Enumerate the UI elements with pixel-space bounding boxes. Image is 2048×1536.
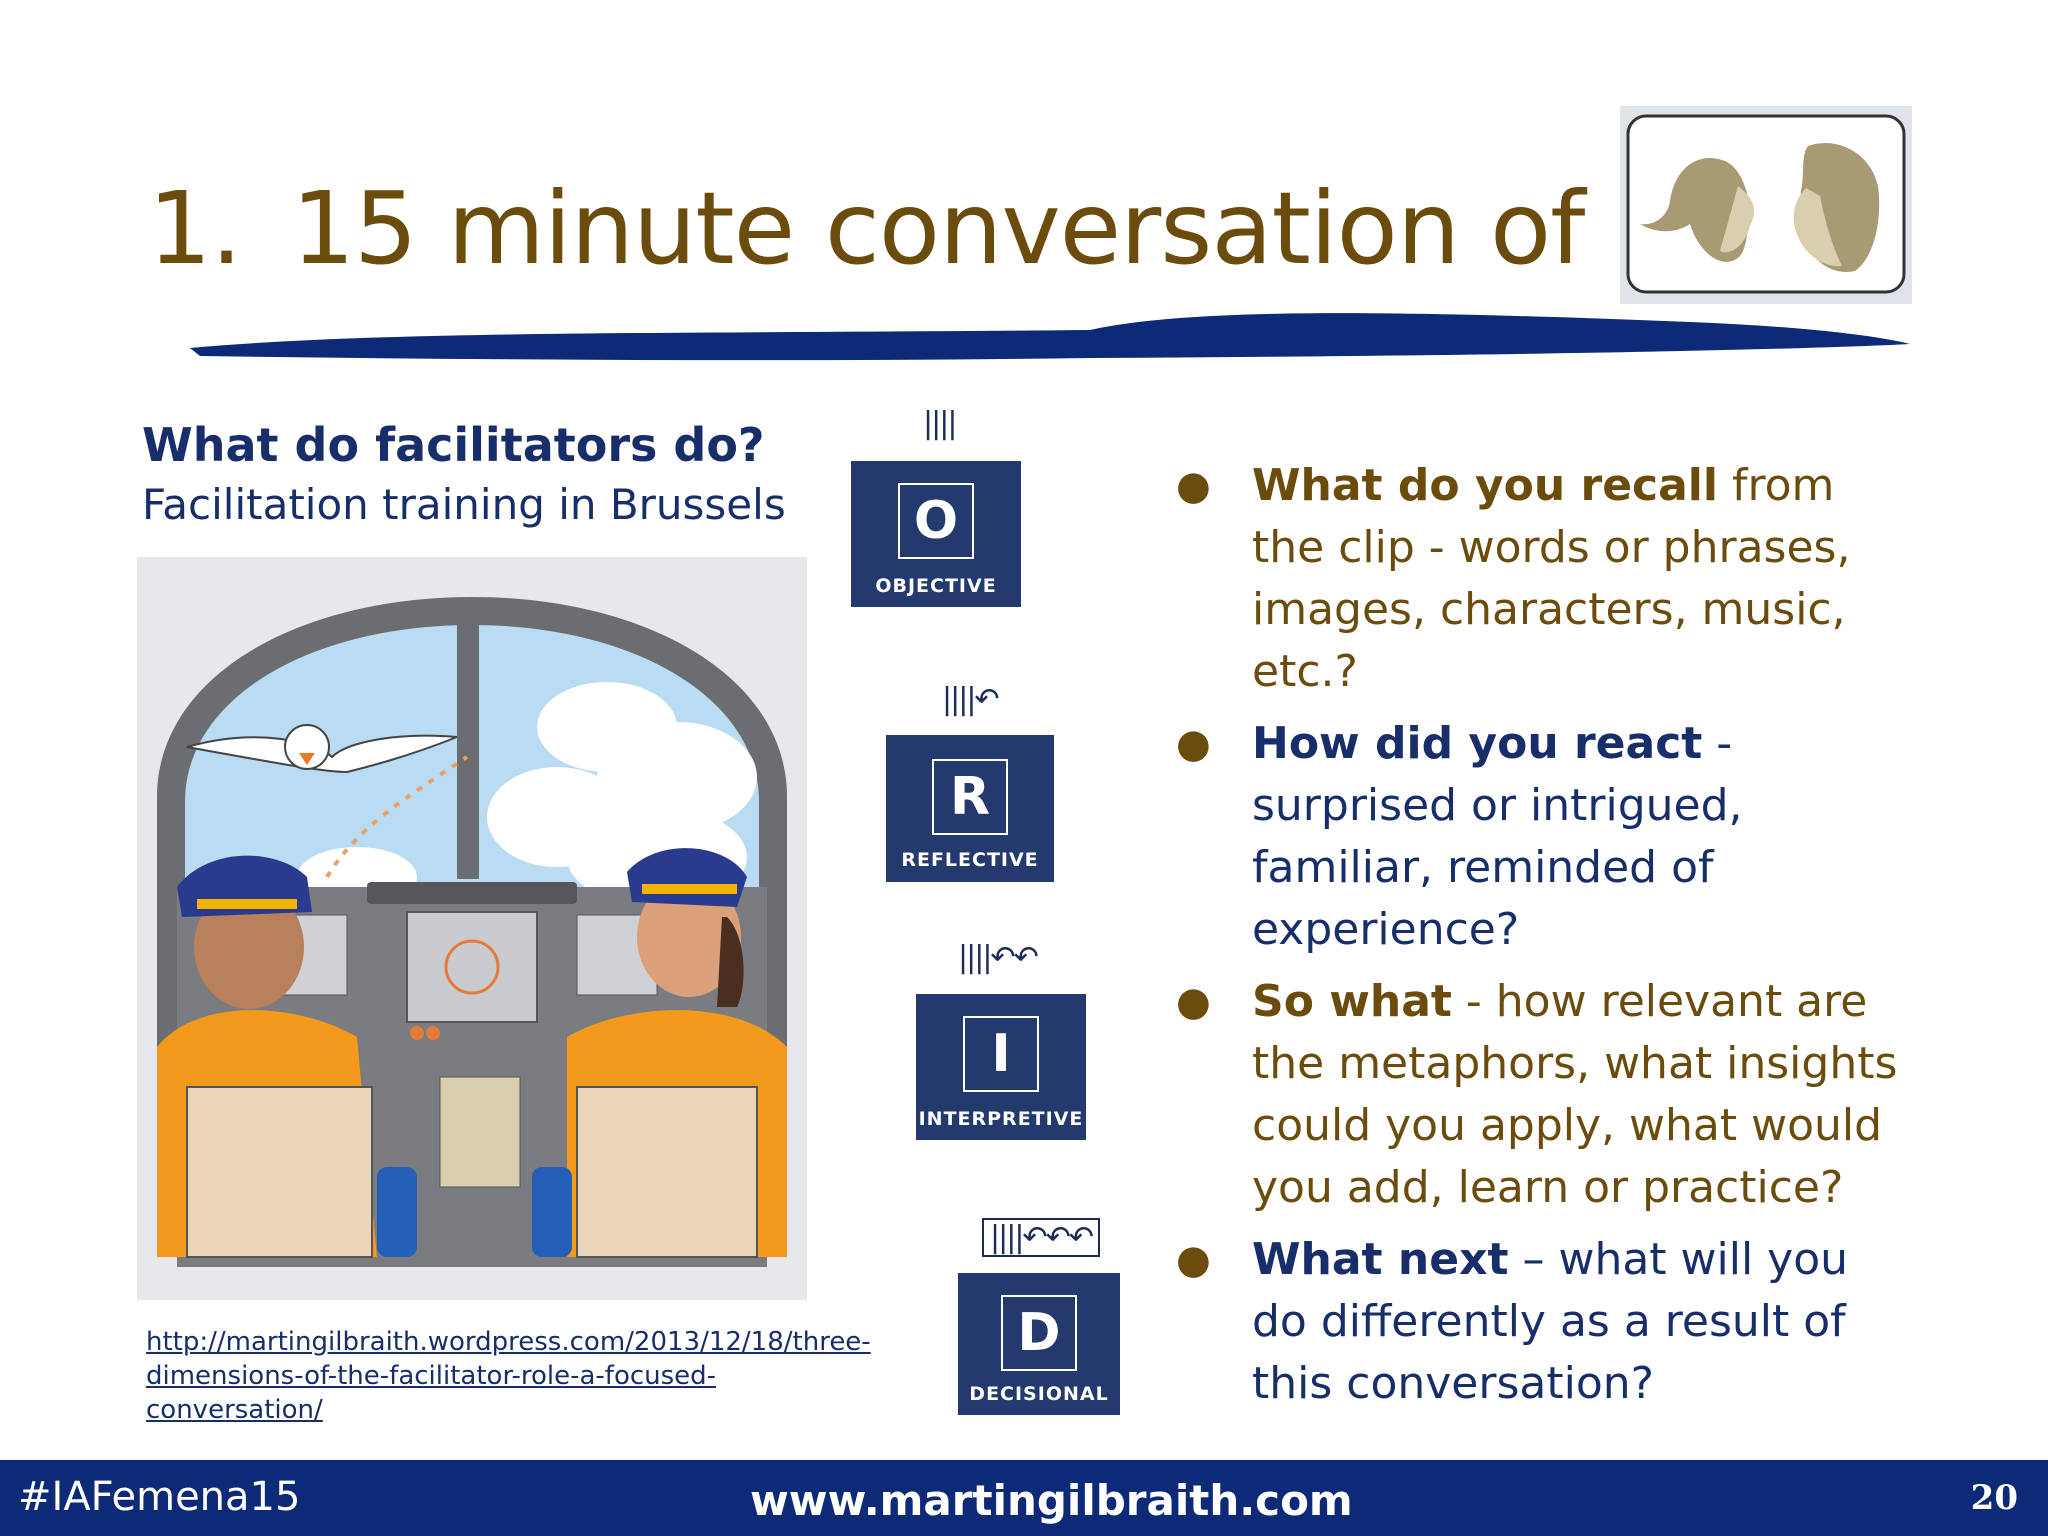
orid-letter: O <box>898 483 974 559</box>
bullet-text: - surprised or intrigued, familiar, remi… <box>1252 718 1743 955</box>
two-faces-talking-icon <box>1620 106 1912 304</box>
orid-card-objective: O OBJECTIVE <box>851 461 1021 607</box>
orid-label: INTERPRETIVE <box>918 1108 1084 1130</box>
title-number: 1. <box>148 170 242 287</box>
orid-label: REFLECTIVE <box>901 849 1039 871</box>
question-list: ● What do you recall from the clip - wor… <box>1170 455 1910 1425</box>
orid-label: DECISIONAL <box>969 1383 1109 1405</box>
cockpit-pilots-illustration <box>137 557 807 1300</box>
bullet-bold: How did you react <box>1252 718 1703 769</box>
bullet-dot: ● <box>1176 1237 1211 1283</box>
orid-mark-objective: |||| <box>923 406 957 441</box>
title-text: 15 minute conversation of 6-18 <box>291 170 1839 287</box>
orid-card-interpretive: I INTERPRETIVE <box>916 994 1086 1140</box>
slide-title: 1. 15 minute conversation of 6-18 <box>148 170 1839 287</box>
bullet-dot: ● <box>1176 463 1211 509</box>
orid-mark-interpretive: ||||↶↶ <box>958 940 1039 975</box>
footer-website[interactable]: www.martingilbraith.com <box>750 1476 1353 1525</box>
bullet-bold: So what <box>1252 976 1452 1027</box>
bullet-text: – what will you do differently as a resu… <box>1252 1234 1849 1409</box>
bullet-bold: What do you recall <box>1252 460 1718 511</box>
orid-card-reflective: R REFLECTIVE <box>886 735 1054 882</box>
bullet-bold: What next <box>1252 1234 1509 1285</box>
orid-label: OBJECTIVE <box>875 575 997 597</box>
title-underline-brush <box>190 313 1910 361</box>
bullet-dot: ● <box>1176 721 1211 767</box>
bullet-recall: ● What do you recall from the clip - wor… <box>1170 455 1910 703</box>
orid-letter: D <box>1001 1295 1077 1371</box>
page-number: 20 <box>1970 1478 2018 1518</box>
bullet-text: from the clip - words or phrases, images… <box>1252 460 1851 697</box>
footer-bar: #IAFemena15 www.martingilbraith.com 20 <box>0 1460 2048 1536</box>
bullet-text: - how relevant are the metaphors, what i… <box>1252 976 1898 1213</box>
bullet-so-what: ● So what - how relevant are the metapho… <box>1170 971 1910 1219</box>
orid-letter: I <box>963 1016 1039 1092</box>
source-link[interactable]: http://martingilbraith.wordpress.com/201… <box>146 1327 871 1425</box>
bullet-what-next: ● What next – what will you do different… <box>1170 1229 1910 1415</box>
section-heading: What do facilitators do? <box>142 418 765 472</box>
orid-mark-decisional: ||||↶↶↶ <box>982 1218 1100 1257</box>
bullet-react: ● How did you react - surprised or intri… <box>1170 713 1910 961</box>
footer-hashtag: #IAFemena15 <box>18 1474 301 1520</box>
section-subheading: Facilitation training in Brussels <box>142 480 786 529</box>
orid-letter: R <box>932 759 1008 835</box>
bullet-dot: ● <box>1176 979 1211 1025</box>
orid-card-decisional: D DECISIONAL <box>958 1273 1120 1415</box>
orid-mark-reflective: ||||↶ <box>942 682 1000 717</box>
